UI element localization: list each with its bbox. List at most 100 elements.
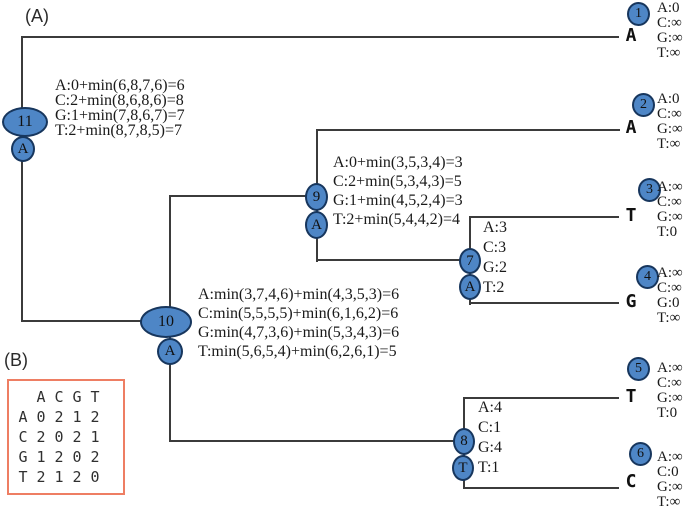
leaf-6-costs: A:∞ C:0 G:∞ T:∞ [657, 450, 683, 510]
node-8-costs: A:4 C:1 G:4 T:1 [478, 398, 502, 478]
node-7-cost-t: T:2 [483, 279, 505, 296]
node-9-assigned-base: A [305, 211, 328, 239]
leaf-1-costs: A:0 C:∞ G:∞ T:∞ [657, 1, 683, 61]
matrix-cell: 0 [54, 428, 64, 446]
matrix-header-g: G [72, 388, 82, 406]
leaf-6-cost-a: A:∞ [657, 449, 683, 465]
matrix-cell: 2 [90, 408, 100, 426]
node-9-calc-c: C:2+min(5,3,4,3)=5 [333, 173, 462, 190]
leaf-5-number: 5 [635, 361, 642, 376]
leaf-3-costs: A:∞ C:∞ G:∞ T:0 [657, 180, 683, 240]
matrix-cell: 2 [36, 468, 46, 486]
node-7-assigned-letter: A [464, 278, 476, 295]
branch-node7-to-leaf3 [469, 216, 619, 218]
leaf-3-cost-a: A:∞ [657, 179, 683, 195]
branch-node7-to-leaf4 [469, 302, 619, 304]
matrix-cell: 2 [72, 468, 82, 486]
branch-node9-to-node7 [316, 259, 472, 261]
substitution-matrix: A C G T A 0 2 1 2 C 2 0 2 1 G 1 2 0 2 T [7, 379, 125, 495]
node-11: 11 [2, 107, 48, 137]
node-9-calc-t: T:2+min(5,4,4,2)=4 [333, 211, 461, 228]
leaf-3-cost-c: C:∞ [657, 194, 682, 210]
leaf-4-base: G [625, 290, 637, 312]
node-10-calc-t: T:min(5,6,5,4)+min(6,2,6,1)=5 [198, 343, 397, 360]
node-7-cost-g: G:2 [483, 259, 507, 276]
matrix-header-row: A C G T [14, 387, 123, 407]
node-9-assigned-letter: A [311, 216, 322, 233]
node-8-assigned-base: T [452, 455, 474, 481]
node-10-number: 10 [158, 313, 174, 330]
leaf-2-costs: A:0 C:∞ G:∞ T:∞ [657, 92, 683, 152]
node-7-costs: A:3 C:3 G:2 T:2 [483, 218, 507, 298]
branch-root-to-node10 [21, 320, 168, 322]
leaf-2-base: A [625, 116, 637, 138]
node-7-assigned-base: A [459, 274, 481, 300]
matrix-row-a-label: A [18, 408, 28, 426]
matrix-cell: 0 [72, 448, 82, 466]
matrix-cell: 1 [72, 408, 82, 426]
matrix-header-c: C [54, 388, 64, 406]
leaf-4-cost-t: T:∞ [657, 310, 681, 326]
leaf-3-cost-t: T:0 [657, 224, 678, 240]
branch-node8-to-leaf6 [463, 487, 619, 489]
leaf-2-circle: 2 [632, 93, 655, 117]
matrix-cell: 1 [36, 448, 46, 466]
leaf-4-cost-c: C:∞ [657, 280, 682, 296]
node-10-calc-a: A:min(3,7,4,6)+min(4,3,5,3)=6 [198, 286, 400, 303]
branch-node8-to-leaf5 [463, 397, 619, 399]
matrix-row-c: C 2 0 2 1 [14, 427, 123, 447]
leaf-1-cost-t: T:∞ [657, 45, 681, 61]
node-11-number: 11 [17, 113, 33, 130]
node-7: 7 [459, 248, 481, 274]
leaf-6-cost-g: G:∞ [657, 479, 683, 495]
node-10-calc-g: G:min(4,7,3,6)+min(5,3,4,3)=6 [198, 324, 400, 341]
leaf-6-cost-c: C:0 [657, 464, 679, 480]
node-10-assigned-base: A [157, 338, 183, 365]
branch-node10-to-node8 [169, 440, 465, 442]
leaf-5-cost-a: A:∞ [657, 360, 683, 376]
leaf-4-costs: A:∞ C:∞ G:0 T:∞ [657, 266, 683, 326]
matrix-cell: 2 [54, 408, 64, 426]
node-8-cost-t: T:1 [478, 459, 500, 476]
leaf-4-circle: 4 [636, 265, 659, 289]
node-11-calc: A:0+min(6,8,7,6)=6 C:2+min(8,6,8,6)=8 G:… [55, 77, 185, 139]
leaf-4-cost-a: A:∞ [657, 265, 683, 281]
leaf-6-number: 6 [637, 446, 644, 461]
node-10: 10 [140, 306, 192, 338]
leaf-5-costs: A:∞ C:∞ G:∞ T:0 [657, 361, 683, 421]
leaf-4-cost-g: G:0 [657, 295, 680, 311]
matrix-cell: 2 [54, 448, 64, 466]
matrix-row-a: A 0 2 1 2 [14, 407, 123, 427]
node-8-number: 8 [460, 433, 468, 449]
branch-node9-to-leaf2 [316, 129, 620, 131]
matrix-header-t: T [90, 388, 100, 406]
node-11-calc-c: C:2+min(8,6,8,6)=8 [55, 92, 184, 109]
leaf-6-circle: 6 [629, 442, 652, 466]
leaf-2-cost-g: G:∞ [657, 121, 683, 137]
matrix-row-t: T 2 1 2 0 [14, 467, 123, 487]
leaf-3-circle: 3 [638, 178, 661, 202]
matrix-cell: 0 [36, 408, 46, 426]
branch-node10-to-node9 [169, 195, 318, 197]
node-10-calc: A:min(3,7,4,6)+min(4,3,5,3)=6 C:min(5,5,… [198, 285, 399, 361]
node-7-number: 7 [466, 252, 474, 269]
matrix-row-g: G 1 2 0 2 [14, 447, 123, 467]
leaf-5-base: T [625, 385, 637, 407]
matrix-cell: 1 [90, 428, 100, 446]
leaf-5-cost-t: T:0 [657, 405, 678, 421]
leaf-6-cost-t: T:∞ [657, 494, 681, 510]
leaf-3-cost-g: G:∞ [657, 209, 683, 225]
leaf-1-number: 1 [635, 6, 642, 21]
node-11-calc-g: G:1+min(7,8,6,7)=7 [55, 107, 185, 124]
node-11-calc-a: A:0+min(6,8,7,6)=6 [55, 77, 185, 94]
leaf-6-base: C [625, 470, 637, 492]
matrix-row-g-label: G [18, 448, 28, 466]
leaf-1-base: A [625, 24, 637, 46]
matrix-cell: 2 [72, 428, 82, 446]
leaf-5-cost-c: C:∞ [657, 375, 682, 391]
node-10-calc-c: C:min(5,5,5,5)+min(6,1,6,2)=6 [198, 305, 399, 322]
leaf-5-circle: 5 [627, 357, 650, 381]
leaf-4-number: 4 [644, 269, 651, 284]
node-9: 9 [305, 183, 328, 211]
leaf-1-cost-g: G:∞ [657, 30, 683, 46]
